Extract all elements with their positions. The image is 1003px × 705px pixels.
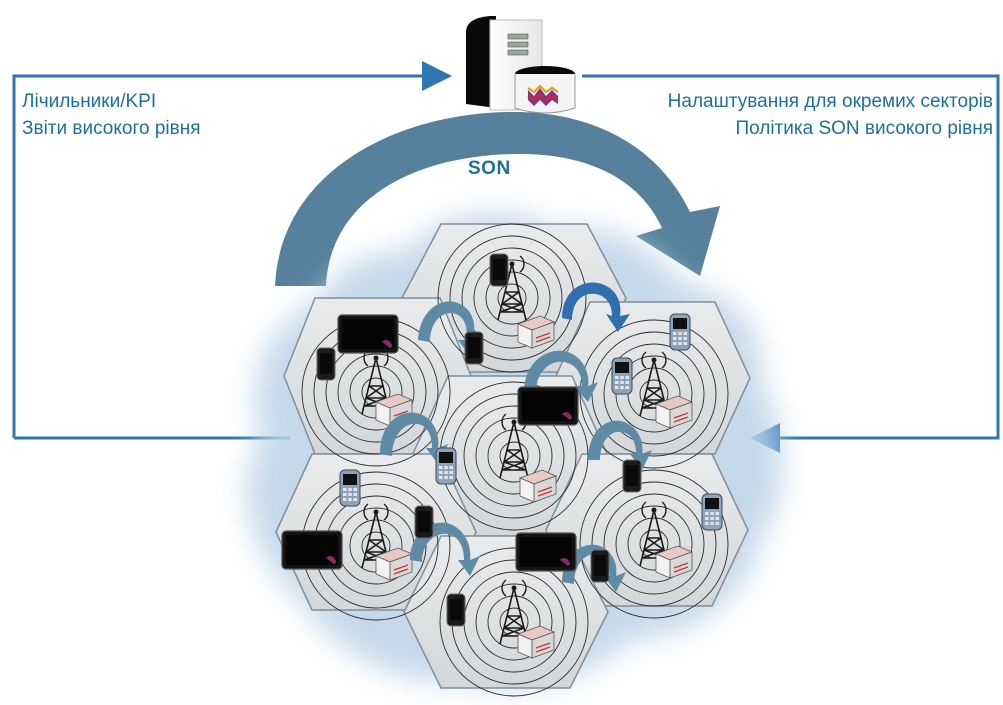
phone-icon (622, 459, 642, 493)
tablet-icon (517, 386, 579, 426)
phone-icon (414, 505, 434, 539)
handover-arrow (380, 412, 448, 464)
label-counters-kpi: Лічильники/KPI (22, 91, 157, 112)
reports-arrow (12, 61, 452, 438)
keypad-phone-icon (701, 493, 723, 531)
phone-icon (489, 253, 509, 287)
phone-icon (446, 593, 466, 627)
feedback-loop (12, 61, 1000, 453)
tablet-icon (337, 314, 399, 354)
keypad-phone-icon (339, 469, 361, 507)
right-labels: Налаштування для окремих секторів Політи… (668, 88, 993, 142)
keypad-phone-icon (669, 313, 691, 351)
tablet-icon (281, 530, 343, 570)
left-labels: Лічильники/KPI Звіти високого рівня (22, 88, 201, 142)
handover-arrow (588, 420, 652, 470)
phone-icon (464, 331, 484, 365)
tablet-icon (515, 532, 577, 572)
handover-arrow (524, 350, 598, 402)
settings-arrow (582, 74, 1000, 453)
keypad-phone-icon (435, 447, 457, 485)
label-high-level-reports: Звіти високого рівня (22, 118, 201, 139)
label-son-policy: Політика SON високого рівня (735, 118, 993, 139)
son-loop-arrow (275, 111, 720, 286)
handover-arrow (562, 544, 626, 592)
server-with-database-icon (466, 16, 576, 114)
phone-icon (316, 347, 336, 381)
son-label: SON (468, 158, 511, 179)
keypad-phone-icon (611, 357, 633, 395)
phone-icon (590, 549, 610, 583)
label-sector-settings: Налаштування для окремих секторів (667, 91, 993, 112)
handover-arrow-active (562, 282, 630, 332)
